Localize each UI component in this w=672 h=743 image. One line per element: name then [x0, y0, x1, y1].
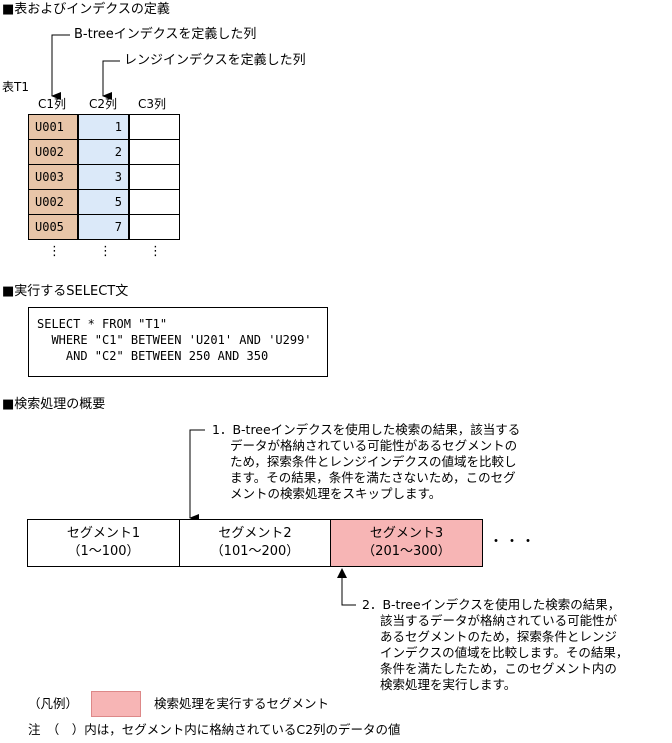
note-1-line: メントの検索処理をスキップします。	[230, 486, 442, 501]
cell-c3	[129, 114, 180, 140]
cell-c1: U002	[28, 189, 78, 215]
ellipsis-c2: ⋮	[99, 244, 112, 259]
column-header-c1: C1列	[38, 97, 67, 111]
more-segments-ellipsis: ・・・	[489, 534, 537, 550]
sql-line: AND "C2" BETWEEN 250 AND 350	[37, 349, 269, 363]
cell-c2: 1	[78, 114, 129, 140]
btree-arrow	[51, 34, 70, 100]
section-title-select: ■実行するSELECT文	[2, 284, 129, 299]
note-2-line: 条件を満たしたため，このセグメント内の	[380, 661, 617, 676]
segment-2: セグメント2 （101～200）	[179, 519, 331, 567]
range-index-label: レンジインデクスを定義した列	[124, 53, 306, 68]
note-2-line: 2．B-treeインデクスを使用した検索の結果，	[362, 597, 621, 612]
cell-c2: 2	[78, 139, 129, 165]
cell-c2: 5	[78, 189, 129, 215]
cell-c1: U001	[28, 114, 78, 140]
note-1-line: ます。その結果，条件を満たさないため，このセグ	[230, 470, 516, 485]
section-title-search-overview: ■検索処理の概要	[2, 397, 106, 412]
note-2-line: あるセグメントのため，探索条件とレンジ	[380, 629, 617, 644]
cell-c3	[129, 164, 180, 190]
column-header-c3: C3列	[138, 97, 167, 111]
sql-statement-box: SELECT * FROM "T1" WHERE "C1" BETWEEN 'U…	[28, 307, 328, 377]
segment-1: セグメント1 （1～100）	[27, 519, 180, 567]
note-2-line: 検索処理を実行します。	[380, 677, 517, 692]
cell-c2: 3	[78, 164, 129, 190]
segment-range: （101～200）	[210, 544, 300, 559]
cell-c1: U003	[28, 164, 78, 190]
note-2-line: 該当するデータが格納されている可能性が	[380, 613, 618, 628]
btree-index-label: B-treeインデクスを定義した列	[74, 27, 257, 42]
footnote: 注 （ ）内は，セグメント内に格納されているC2列のデータの値	[28, 722, 401, 737]
cell-c2: 7	[78, 214, 129, 240]
legend-swatch	[91, 691, 141, 717]
segment-name: セグメント2	[218, 526, 292, 541]
note1-arrow	[189, 429, 205, 522]
range-arrow	[102, 60, 120, 100]
note-1-line: データが格納されている可能性があるセグメントの	[230, 438, 518, 453]
section-title-table-index: ■表およびインデクスの定義	[2, 2, 170, 17]
ellipsis-c1: ⋮	[48, 244, 61, 259]
cell-c1: U002	[28, 139, 78, 165]
legend-description: 検索処理を実行するセグメント	[154, 696, 330, 711]
cell-c3	[129, 189, 180, 215]
cell-c3	[129, 139, 180, 165]
segment-3-highlighted: セグメント3 （201～300）	[330, 519, 483, 567]
legend-label: （凡例）	[28, 696, 79, 711]
table-name: 表T1	[2, 80, 29, 94]
sql-line: SELECT * FROM "T1"	[37, 317, 168, 331]
segment-range: （201～300）	[362, 544, 451, 559]
segment-name: セグメント1	[66, 526, 141, 541]
note-1-line: ため，探索条件とレンジインデクスの値域を比較し	[230, 454, 517, 469]
note2-arrow	[341, 570, 356, 606]
cell-c1: U005	[28, 214, 78, 240]
cell-c3	[129, 214, 180, 240]
note2-arrowhead	[337, 568, 347, 578]
segment-name: セグメント3	[369, 526, 444, 541]
column-header-c2: C2列	[89, 97, 118, 111]
note-1-line: 1．B-treeインデクスを使用した検索の結果，該当する	[212, 422, 521, 437]
sql-line: WHERE "C1" BETWEEN 'U201' AND 'U299'	[37, 333, 312, 347]
segment-range: （1～100）	[67, 544, 140, 559]
note-2-line: インデクスの値域を比較します。その結果，	[380, 645, 629, 660]
ellipsis-c3: ⋮	[149, 244, 162, 259]
